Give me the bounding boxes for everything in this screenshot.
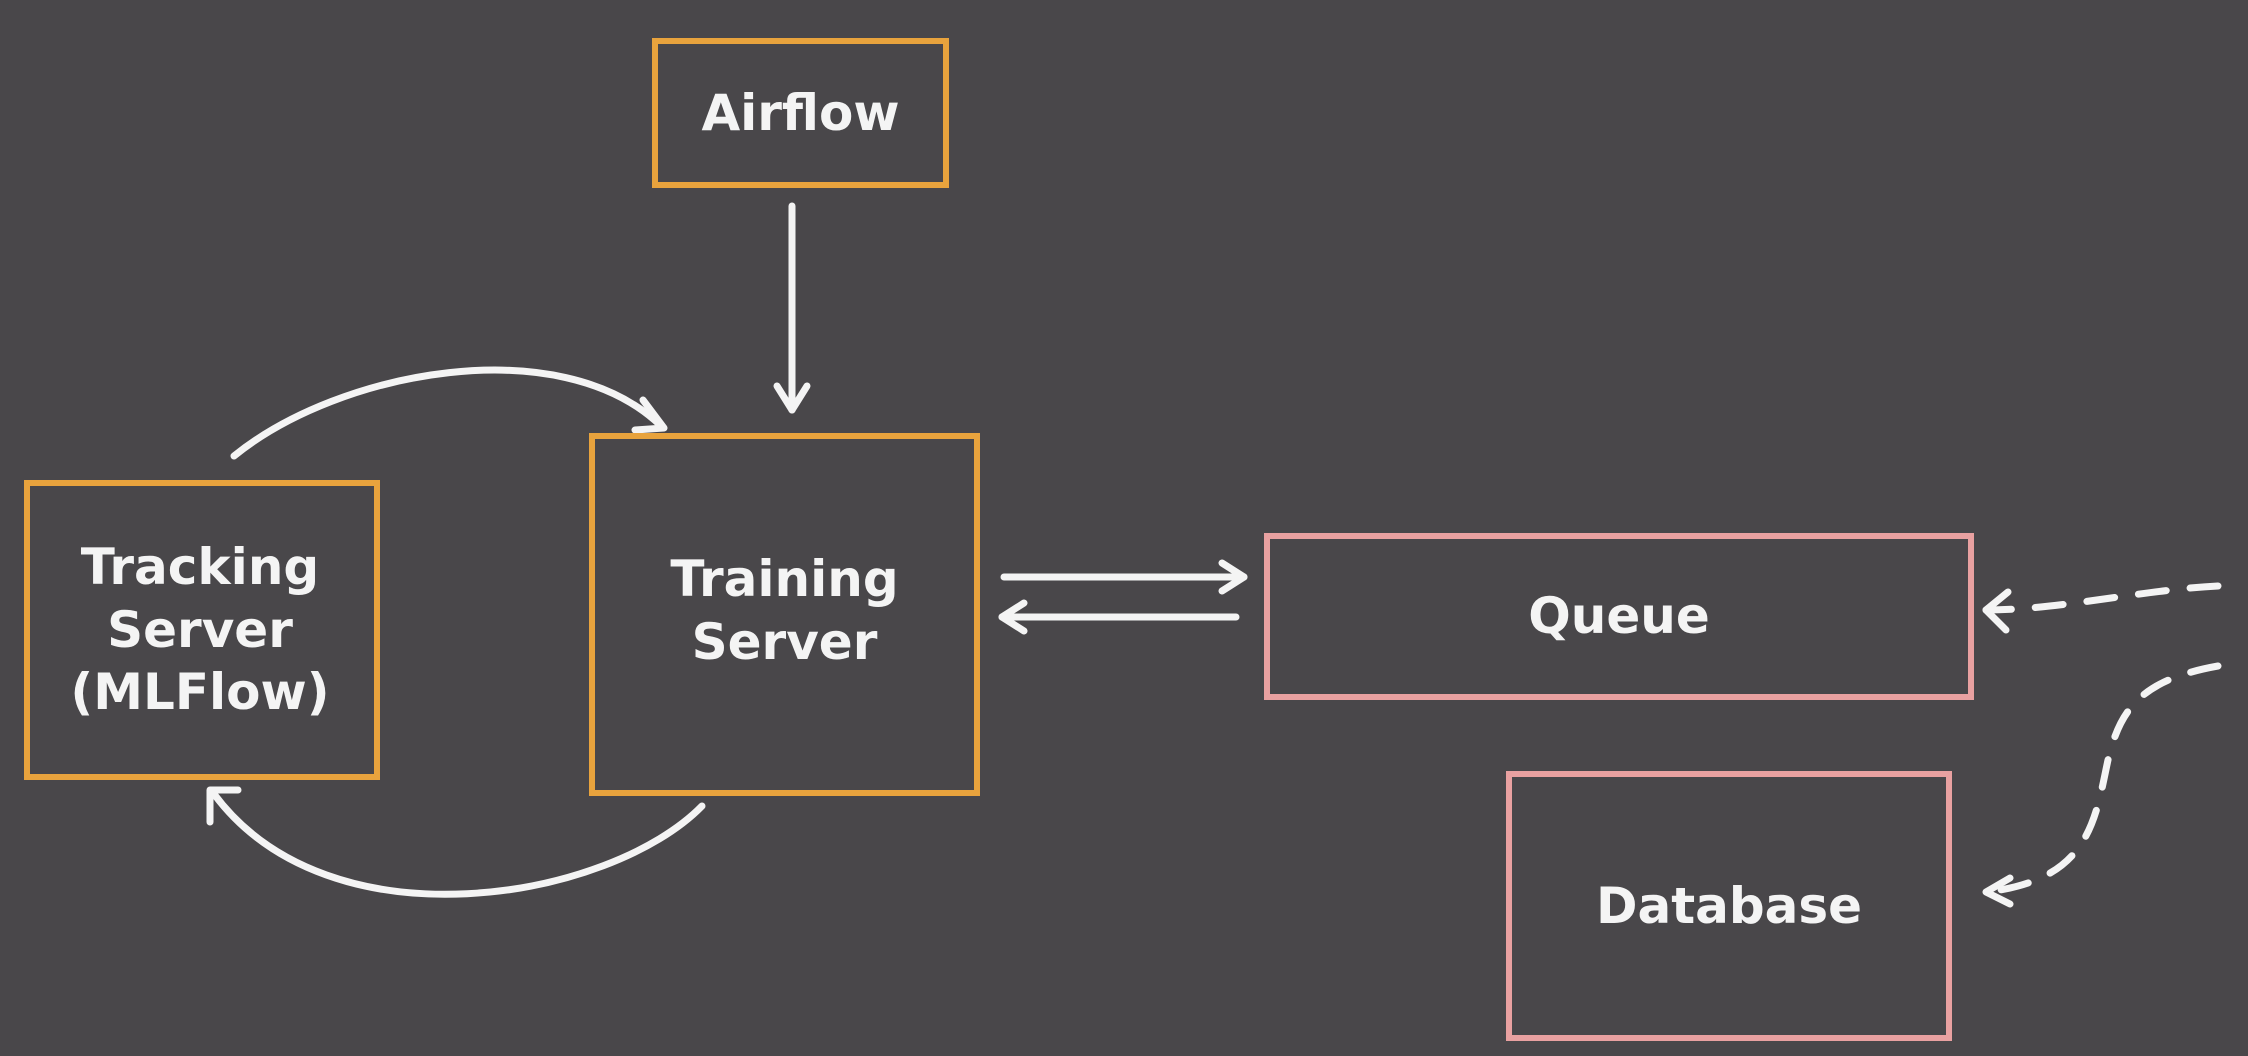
arrow-airflow-to-training <box>773 202 811 414</box>
queue-label: Queue <box>1528 587 1710 646</box>
database-label: Database <box>1595 876 1863 935</box>
queue-node: Queue <box>1264 533 1974 700</box>
arrow-external-to-database <box>1982 662 2222 908</box>
airflow-label: Airflow <box>701 83 900 142</box>
training-server-label: Training Server <box>670 550 899 671</box>
arrow-external-to-queue <box>1982 582 2222 634</box>
arrow-training-to-queue <box>1000 559 1248 595</box>
arrow-tracking-to-training <box>230 366 668 460</box>
airflow-node: Airflow <box>652 38 949 188</box>
tracking-server-label: Tracking Server (MLFlow) <box>70 538 330 722</box>
database-node: Database <box>1506 771 1952 1041</box>
tracking-server-node: Tracking Server (MLFlow) <box>24 480 380 780</box>
arrow-training-to-tracking <box>206 786 706 898</box>
arrow-queue-to-training <box>998 599 1240 635</box>
training-server-node: Training Server <box>589 433 980 796</box>
